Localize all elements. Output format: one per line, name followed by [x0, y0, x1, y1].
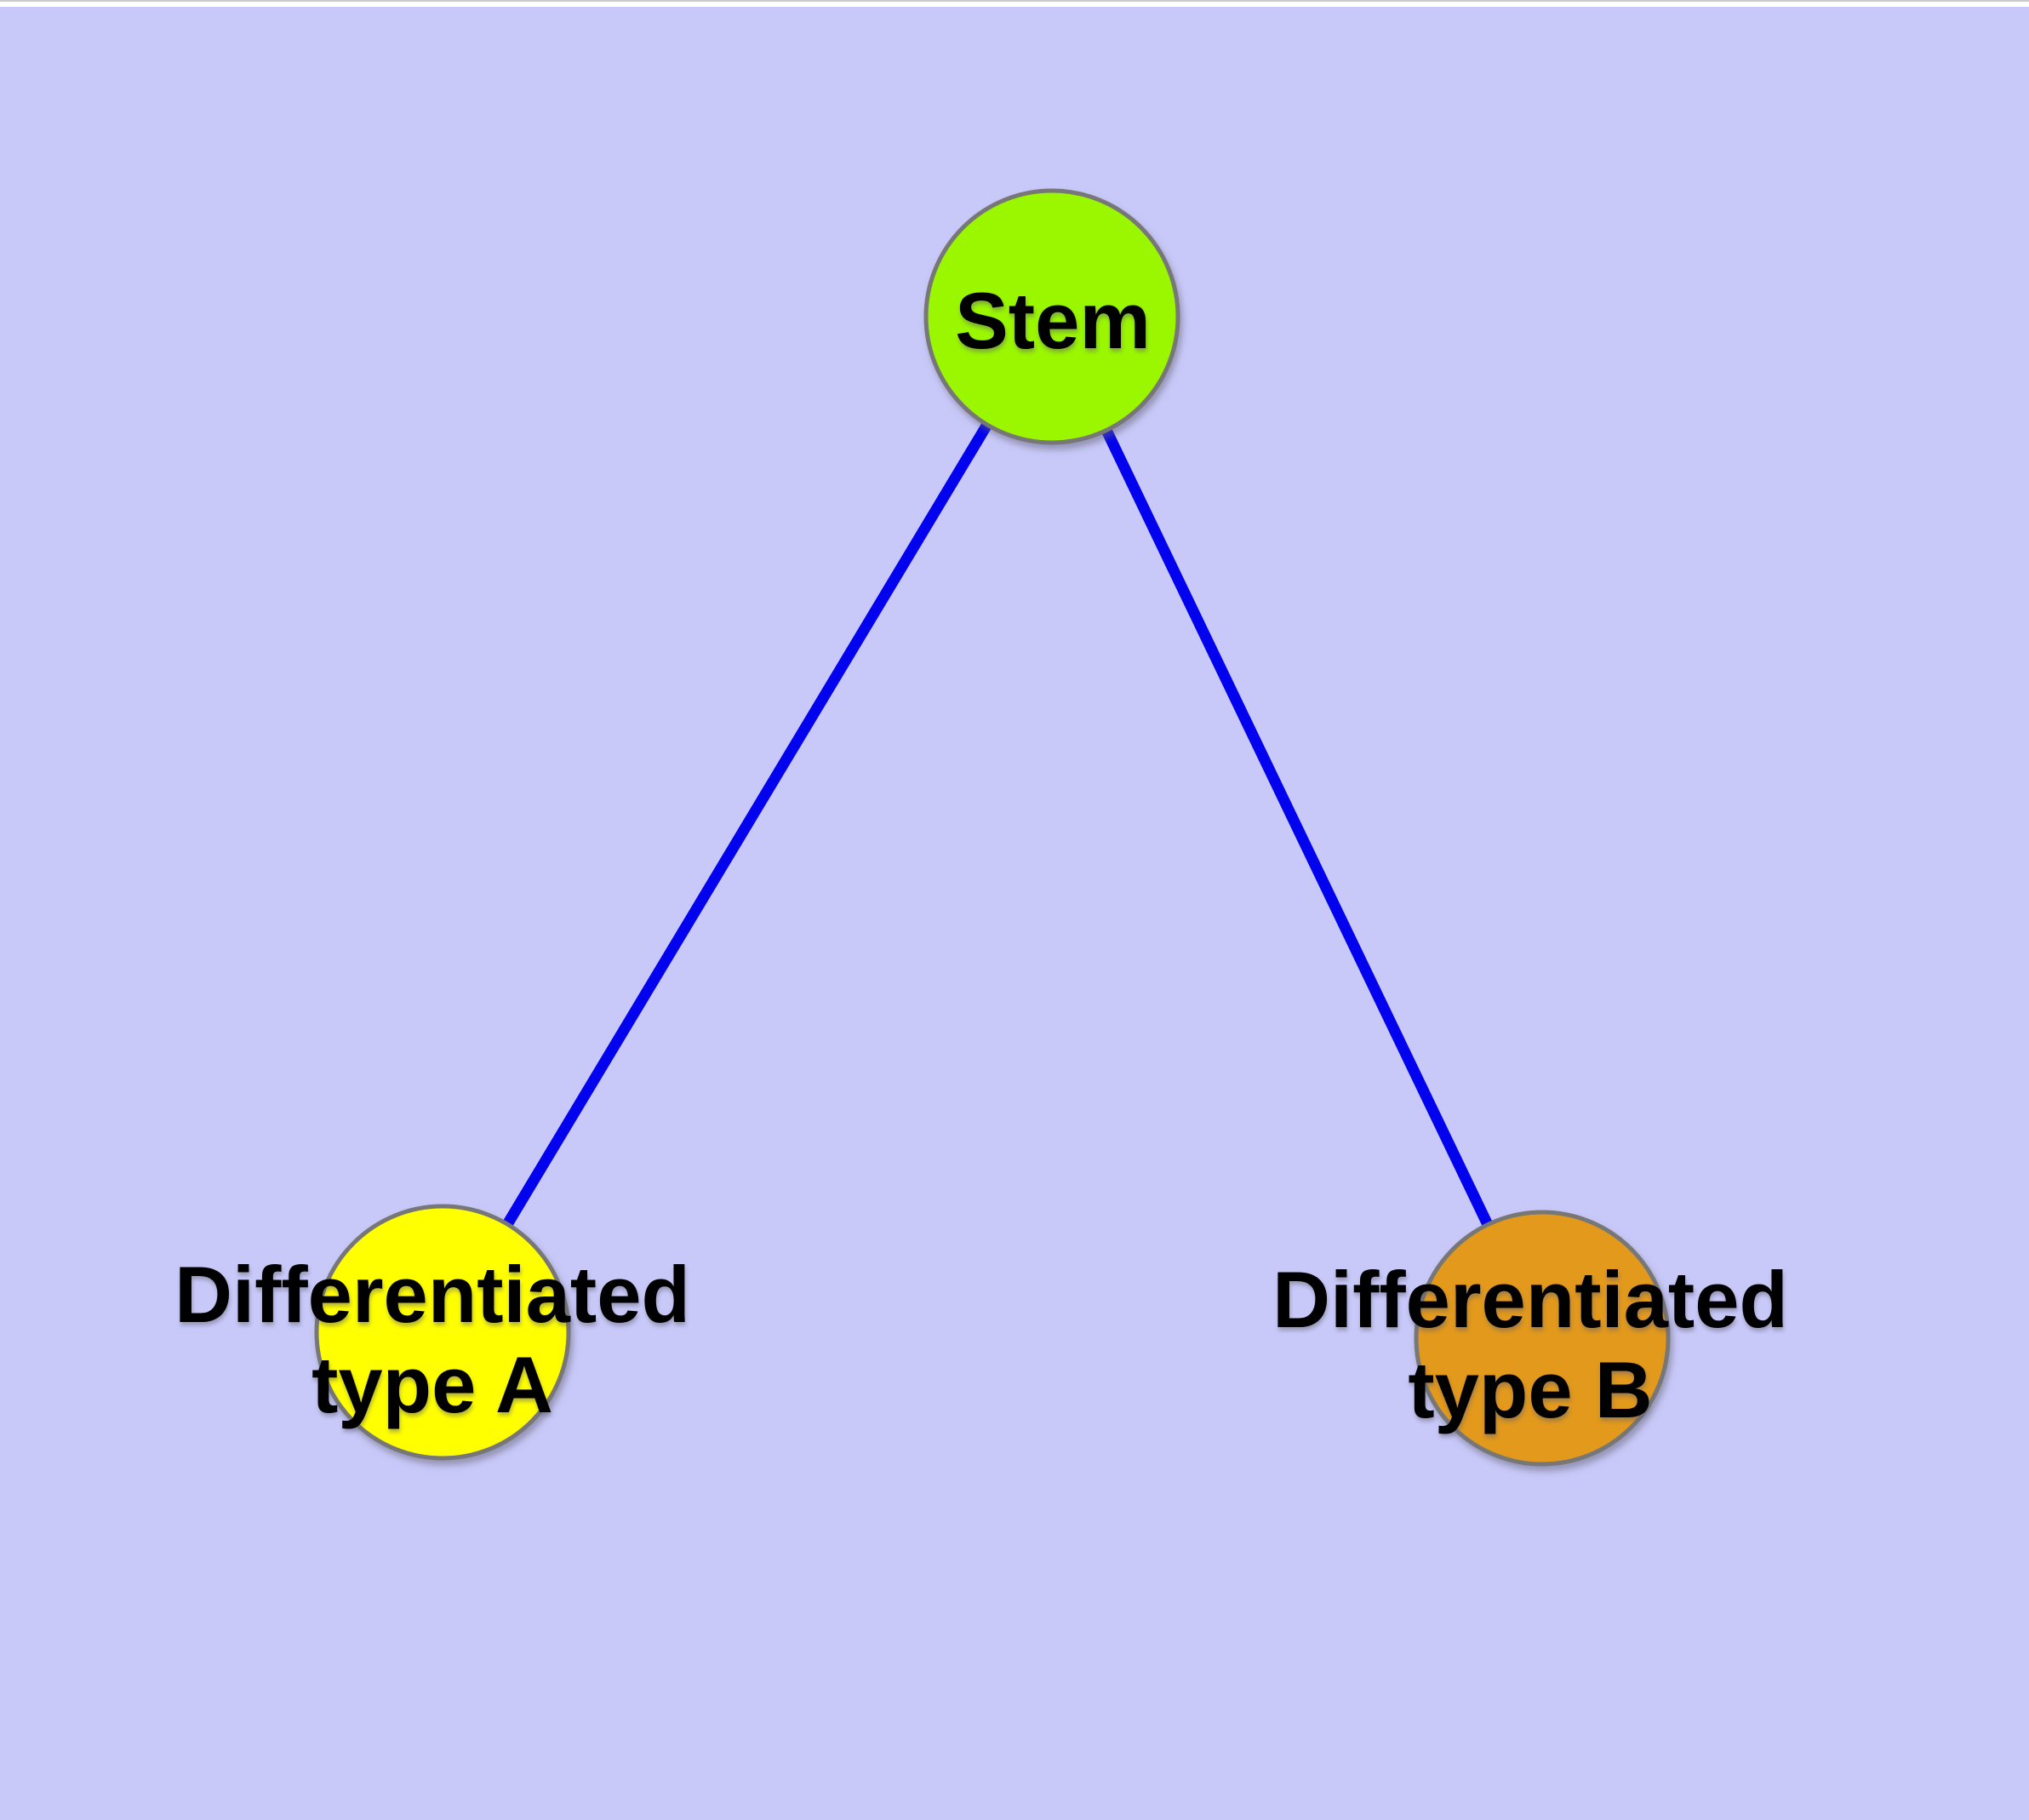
graph-node-differentiated-type-b[interactable]: [1414, 1210, 1671, 1467]
graph-node-stem[interactable]: [923, 188, 1180, 445]
nodes-group: [314, 188, 1671, 1467]
graph-node-differentiated-type-a[interactable]: [314, 1204, 571, 1461]
graph-edge-stem-differentiated-type-b: [1047, 314, 1547, 1341]
edges-group: [437, 313, 1547, 1341]
window-top-strip: [0, 0, 2029, 7]
graph-edge-stem-differentiated-type-a: [437, 313, 1057, 1336]
